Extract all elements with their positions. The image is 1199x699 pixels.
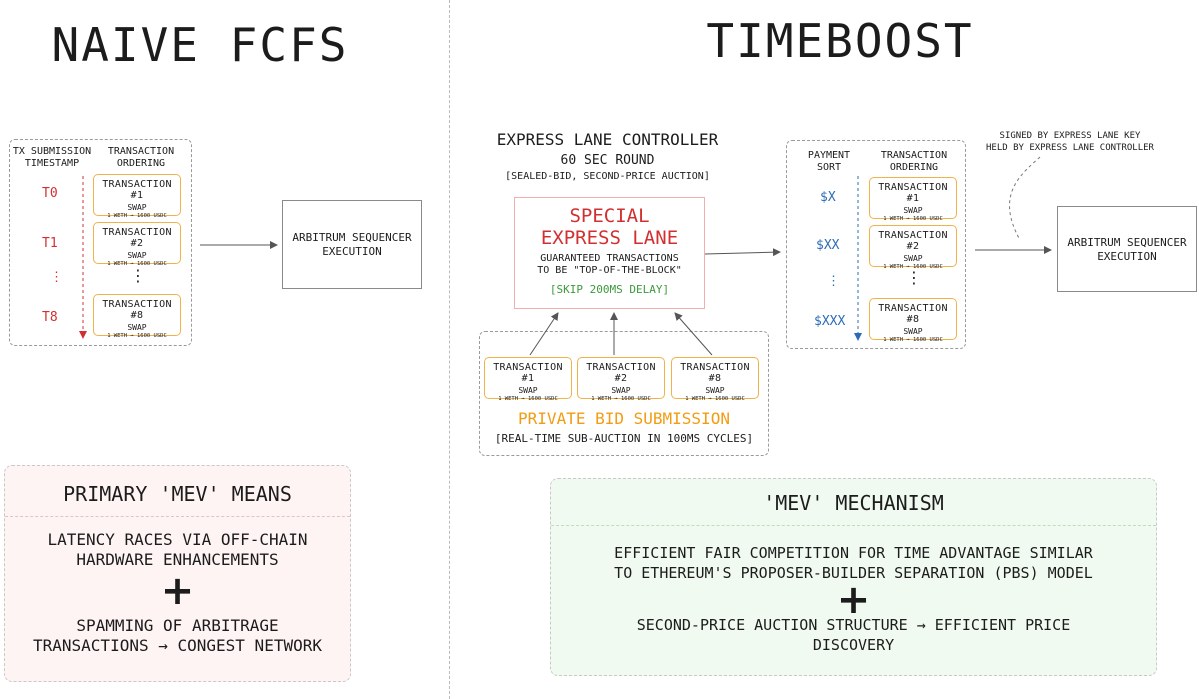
transaction-title: TRANSACTION #1 [102, 179, 172, 201]
heading-divider [551, 525, 1156, 526]
col-header-timestamp: TX SUBMISSION TIMESTAMP [12, 146, 92, 169]
transaction-route: 1 WETH → 1600 USDC [107, 213, 167, 219]
transaction-title: TRANSACTION #1 [878, 182, 948, 204]
mev-mechanism-box: 'MEV' MECHANISM EFFICIENT FAIR COMPETITI… [550, 478, 1157, 676]
transaction-route: 1 WETH → 1600 USDC [883, 337, 943, 343]
transaction-route: 1 WETH → 1600 USDC [883, 264, 943, 270]
heading-divider [5, 516, 350, 517]
fcfs-ordering-panel [9, 139, 192, 346]
transaction-title: TRANSACTION #1 [493, 362, 563, 384]
fcfs-sequencer-box: ARBITRUM SEQUENCER EXECUTION [282, 200, 422, 289]
plus-icon: + [836, 577, 871, 623]
transaction-type: SWAP [127, 251, 147, 260]
express-lane-skip: [SKIP 200MS DELAY] [549, 283, 670, 296]
mev-mechanism-line-2: SECOND-PRICE AUCTION STRUCTURE → EFFICIE… [636, 616, 1071, 654]
timestamp-t1: T1 [42, 236, 58, 251]
transaction-route: 1 WETH → 1600 USDC [883, 216, 943, 222]
controller-title: EXPRESS LANE CONTROLLER [496, 130, 719, 149]
timeboost-ordering-panel [786, 140, 966, 349]
mev-mechanism-heading: 'MEV' MECHANISM [763, 491, 944, 515]
sequencer-label: ARBITRUM SEQUENCER EXECUTION [1067, 236, 1187, 263]
transaction-type: SWAP [611, 386, 631, 395]
express-lane-title: SPECIAL EXPRESS LANE [540, 205, 679, 249]
fcfs-transaction-card-8: TRANSACTION #8 SWAP 1 WETH → 1600 USDC [93, 294, 181, 339]
transaction-type: SWAP [903, 254, 923, 263]
primary-mev-line-2: SPAMMING OF ARBITRAGE TRANSACTIONS → CON… [33, 616, 322, 655]
fcfs-transaction-card-1: TRANSACTION #1 SWAP 1 WETH → 1600 USDC [93, 174, 181, 219]
transaction-title: TRANSACTION #8 [102, 299, 172, 321]
private-bid-label: PRIVATE BID SUBMISSION [518, 409, 730, 428]
private-bid-panel [479, 331, 769, 456]
signed-note-pointer [1009, 156, 1041, 241]
transaction-route: 1 WETH → 1600 USDC [107, 261, 167, 267]
transaction-title: TRANSACTION #8 [878, 303, 948, 325]
bid-8-arrow [674, 312, 713, 356]
timestamp-t0: T0 [42, 186, 58, 201]
primary-mev-box: PRIMARY 'MEV' MEANS LATENCY RACES VIA OF… [4, 465, 351, 682]
transaction-type: SWAP [127, 203, 147, 212]
signed-note: SIGNED BY EXPRESS LANE KEY HELD BY EXPRE… [986, 131, 1154, 153]
bid-transaction-card-8: TRANSACTION #8 SWAP 1 WETH → 1600 USDC [671, 357, 759, 402]
timeboost-transaction-card-1: TRANSACTION #1 SWAP 1 WETH → 1600 USDC [869, 177, 957, 222]
primary-mev-line-1: LATENCY RACES VIA OFF-CHAIN HARDWARE ENH… [47, 530, 308, 569]
transaction-title: TRANSACTION #2 [878, 230, 948, 252]
primary-mev-heading: PRIMARY 'MEV' MEANS [63, 482, 292, 506]
mev-mechanism-line-1: EFFICIENT FAIR COMPETITION FOR TIME ADVA… [614, 544, 1093, 582]
naive-fcfs-title: NAIVE FCFS [51, 18, 349, 72]
col-header-ordering: TRANSACTION ORDERING [107, 146, 175, 169]
payment-xxx: $XXX [814, 314, 846, 329]
timestamp-t8: T8 [42, 310, 58, 325]
fcfs-transaction-ellipsis: ⋮ [130, 266, 146, 285]
transaction-route: 1 WETH → 1600 USDC [498, 396, 558, 402]
plus-icon: + [160, 568, 195, 614]
bid-transaction-card-1: TRANSACTION #1 SWAP 1 WETH → 1600 USDC [484, 357, 572, 402]
bid-transaction-card-2: TRANSACTION #2 SWAP 1 WETH → 1600 USDC [577, 357, 665, 402]
transaction-type: SWAP [518, 386, 538, 395]
timeboost-transaction-card-8: TRANSACTION #8 SWAP 1 WETH → 1600 USDC [869, 298, 957, 343]
section-divider [449, 0, 450, 699]
payment-ellipsis: ⋮ [827, 274, 840, 289]
sequencer-label: ARBITRUM SEQUENCER EXECUTION [292, 231, 412, 258]
transaction-route: 1 WETH → 1600 USDC [107, 333, 167, 339]
controller-auction: [SEALED-BID, SECOND-PRICE AUCTION] [505, 171, 710, 182]
transaction-type: SWAP [903, 327, 923, 336]
payment-xx: $XX [816, 238, 840, 253]
transaction-type: SWAP [705, 386, 725, 395]
transaction-title: TRANSACTION #8 [680, 362, 750, 384]
subauction-label: [REAL-TIME SUB-AUCTION IN 100MS CYCLES] [494, 432, 754, 445]
transaction-type: SWAP [127, 323, 147, 332]
timeboost-transaction-ellipsis: ⋮ [906, 268, 922, 287]
express-to-ordering-arrow [704, 248, 781, 257]
timestamp-ellipsis: ⋮ [50, 270, 63, 285]
transaction-title: TRANSACTION #2 [586, 362, 656, 384]
transaction-route: 1 WETH → 1600 USDC [591, 396, 651, 402]
fcfs-transaction-card-2: TRANSACTION #2 SWAP 1 WETH → 1600 USDC [93, 222, 181, 267]
col-header-payment: PAYMENT SORT [807, 150, 851, 173]
bid-1-arrow [529, 312, 559, 356]
col-header-ordering: TRANSACTION ORDERING [880, 150, 948, 173]
express-lane-box: SPECIAL EXPRESS LANE GUARANTEED TRANSACT… [514, 197, 705, 309]
timeboost-transaction-card-2: TRANSACTION #2 SWAP 1 WETH → 1600 USDC [869, 225, 957, 270]
timeboost-sequencer-box: ARBITRUM SEQUENCER EXECUTION [1057, 206, 1197, 292]
payment-x: $X [820, 190, 836, 205]
transaction-title: TRANSACTION #2 [102, 227, 172, 249]
transaction-type: SWAP [903, 206, 923, 215]
controller-round: 60 SEC ROUND [560, 153, 655, 168]
express-lane-desc: GUARANTEED TRANSACTIONS TO BE "TOP-OF-TH… [537, 253, 682, 276]
transaction-route: 1 WETH → 1600 USDC [685, 396, 745, 402]
timeboost-title: TIMEBOOST [706, 14, 974, 68]
